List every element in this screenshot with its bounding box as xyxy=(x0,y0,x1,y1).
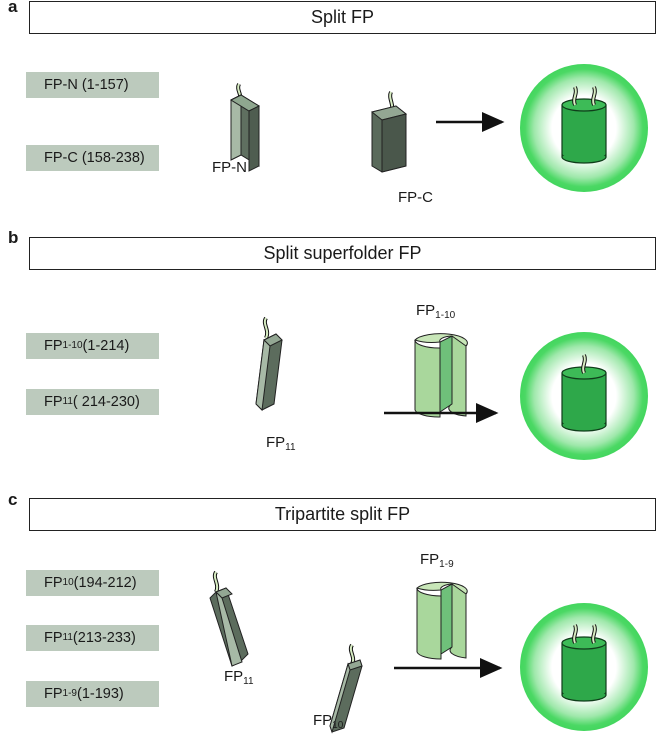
fragment-label-fp-c: FP-C (158-238) xyxy=(26,145,159,171)
piece-label-fp-n: FP-N xyxy=(212,159,247,176)
panel-c-title: Tripartite split FP xyxy=(29,498,656,531)
piece-label-fp10: FP10 xyxy=(313,712,344,731)
fluorescent-barrel-icon xyxy=(520,332,648,460)
fp11-strand-icon xyxy=(255,316,283,412)
panel-c-letter: c xyxy=(8,490,18,509)
fluorescent-barrel-icon xyxy=(520,603,648,731)
panel-b-title: Split superfolder FP xyxy=(29,237,656,270)
fp-n-fragment-icon xyxy=(229,83,261,172)
piece-label-fp1-10: FP1-10 xyxy=(416,302,456,321)
fluorescent-barrel-icon xyxy=(520,64,648,192)
piece-label-fp-c: FP-C xyxy=(398,189,433,206)
panel-b-letter: b xyxy=(8,228,19,247)
open-barrel-icon xyxy=(416,581,468,660)
open-barrel-icon xyxy=(414,333,468,418)
panel-a-letter: a xyxy=(8,0,18,16)
panel-a-title: Split FP xyxy=(29,1,656,34)
fragment-label-fp-n: FP-N (1-157) xyxy=(26,72,159,98)
fp-c-fragment-icon xyxy=(370,91,408,173)
fp10-strand-icon xyxy=(329,643,363,734)
piece-label-fp11: FP11 xyxy=(266,434,296,453)
piece-label-fp11: FP11 xyxy=(224,668,254,687)
fp11-strand-icon xyxy=(209,570,249,667)
piece-label-fp1-9: FP1-9 xyxy=(420,551,454,570)
